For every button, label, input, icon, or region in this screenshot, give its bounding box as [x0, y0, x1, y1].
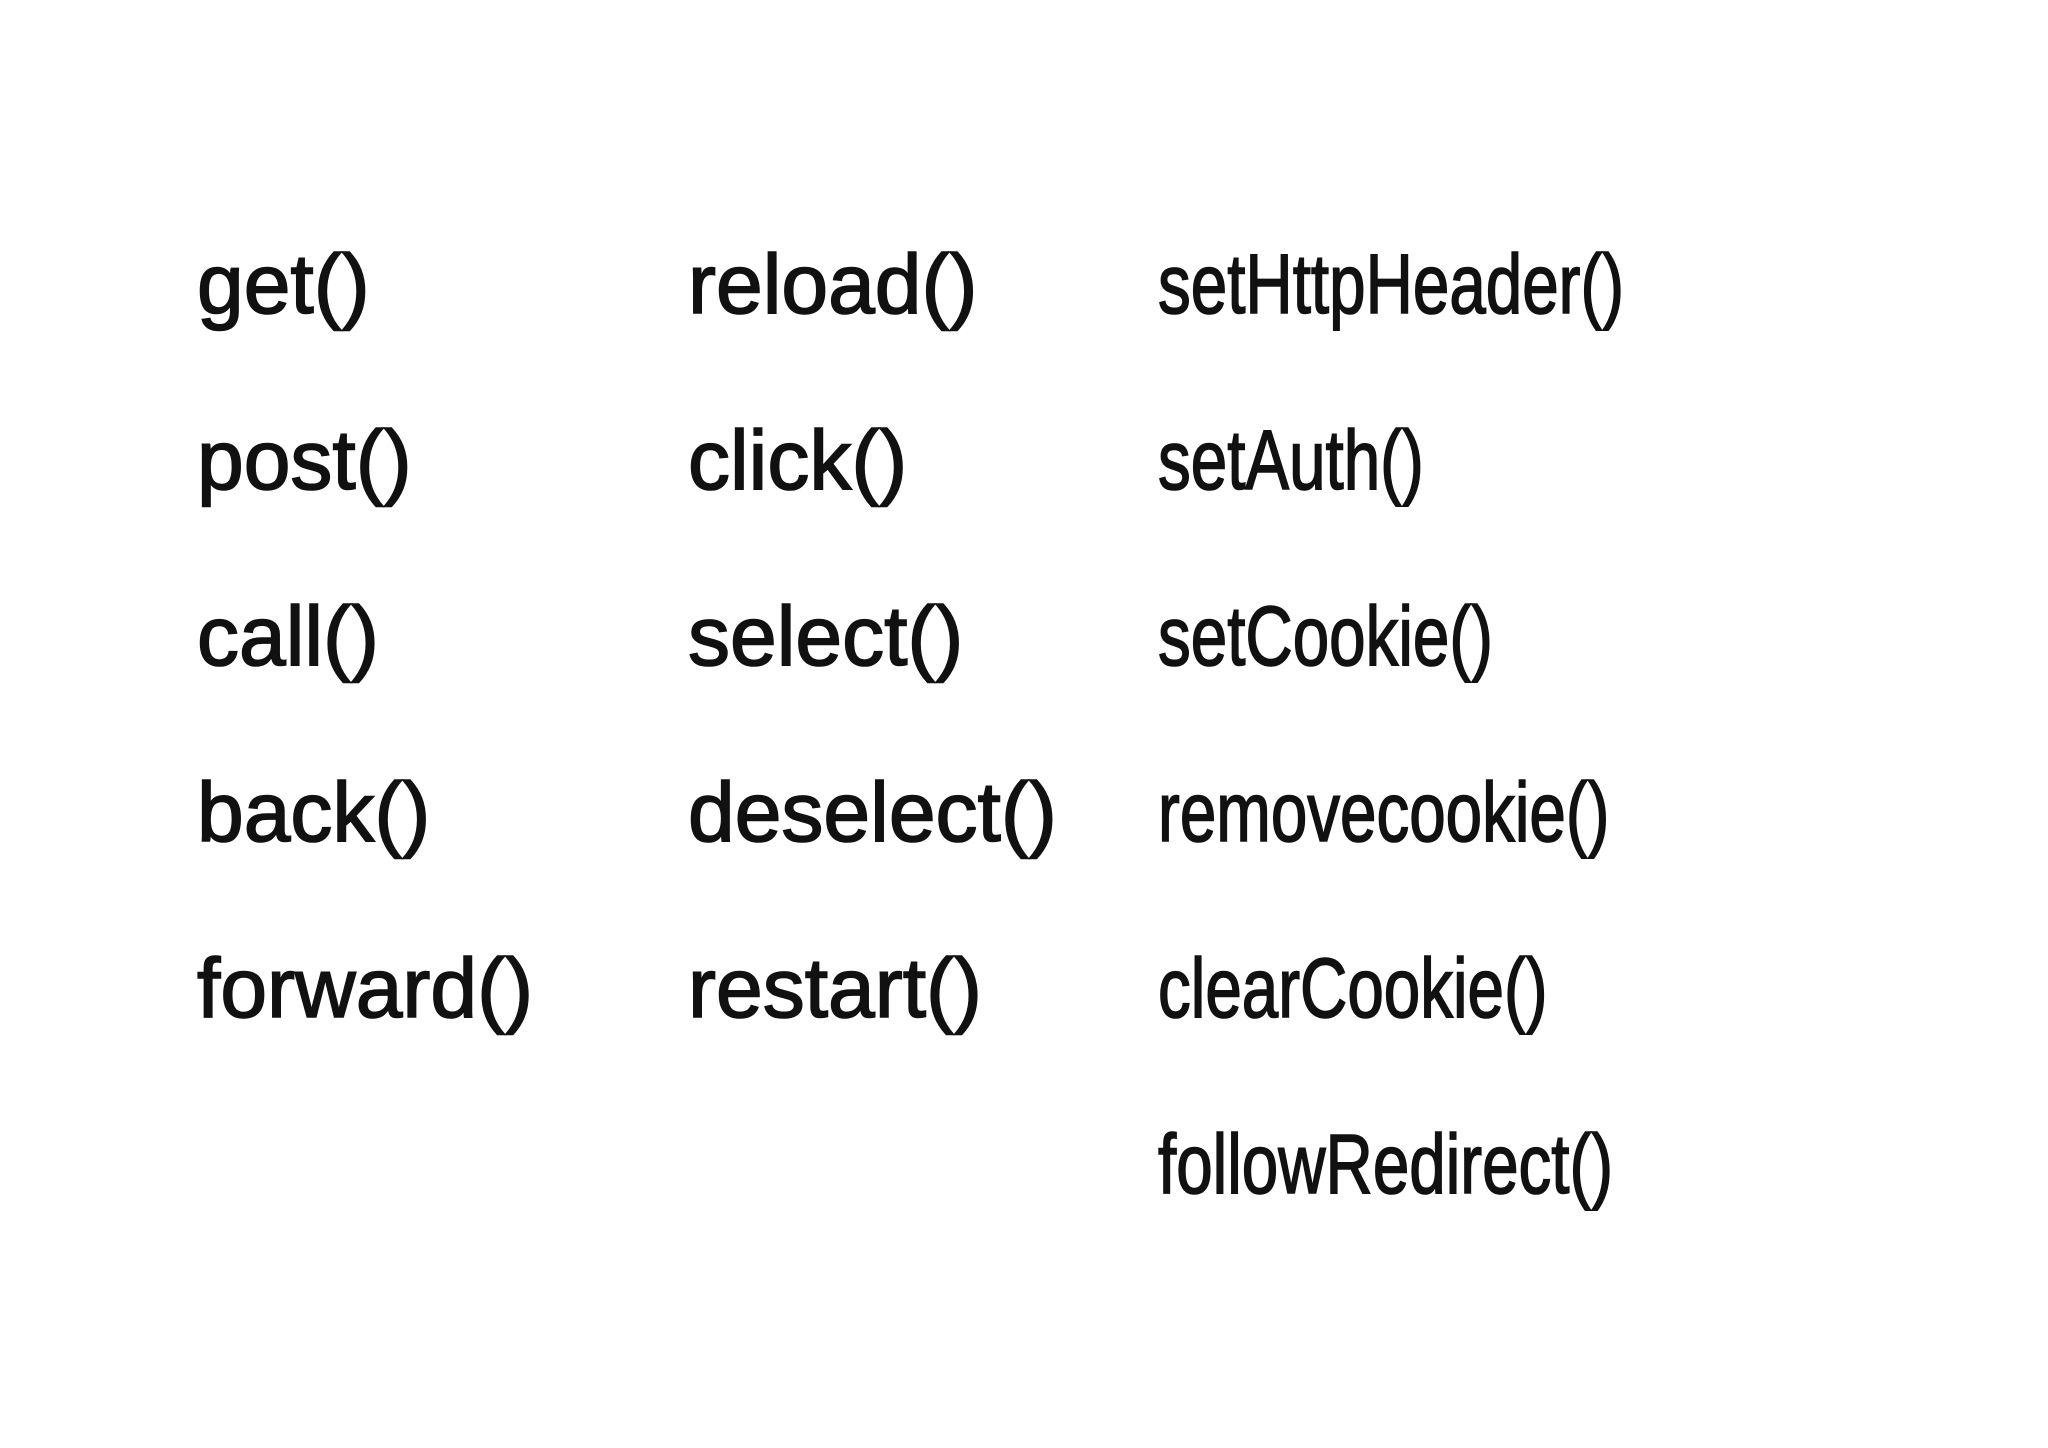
- method-item: setCookie(): [1157, 588, 1493, 684]
- method-item: restart(): [687, 940, 983, 1036]
- method-item: reload(): [687, 236, 978, 332]
- method-column-interaction: reload() click() select() deselect() restart…: [687, 196, 1057, 1076]
- method-item: post(): [196, 412, 412, 508]
- method-column-http-state: setHttpHeader() setAuth() setCookie() remov…: [1157, 196, 1756, 1252]
- method-item: click(): [687, 412, 908, 508]
- method-item: followRedirect(): [1157, 1116, 1614, 1212]
- method-item: call(): [196, 588, 380, 684]
- method-item: back(): [196, 764, 431, 860]
- method-item: setHttpHeader(): [1157, 236, 1625, 332]
- method-item: setAuth(): [1157, 412, 1424, 508]
- method-item: clearCookie(): [1157, 940, 1548, 1036]
- method-item: deselect(): [687, 764, 1057, 860]
- method-item: removecookie(): [1157, 764, 1610, 860]
- method-item: forward(): [196, 940, 534, 1036]
- method-item: select(): [687, 588, 964, 684]
- method-column-navigation: get() post() call() back() forward(): [196, 196, 534, 1076]
- method-item: get(): [196, 236, 370, 332]
